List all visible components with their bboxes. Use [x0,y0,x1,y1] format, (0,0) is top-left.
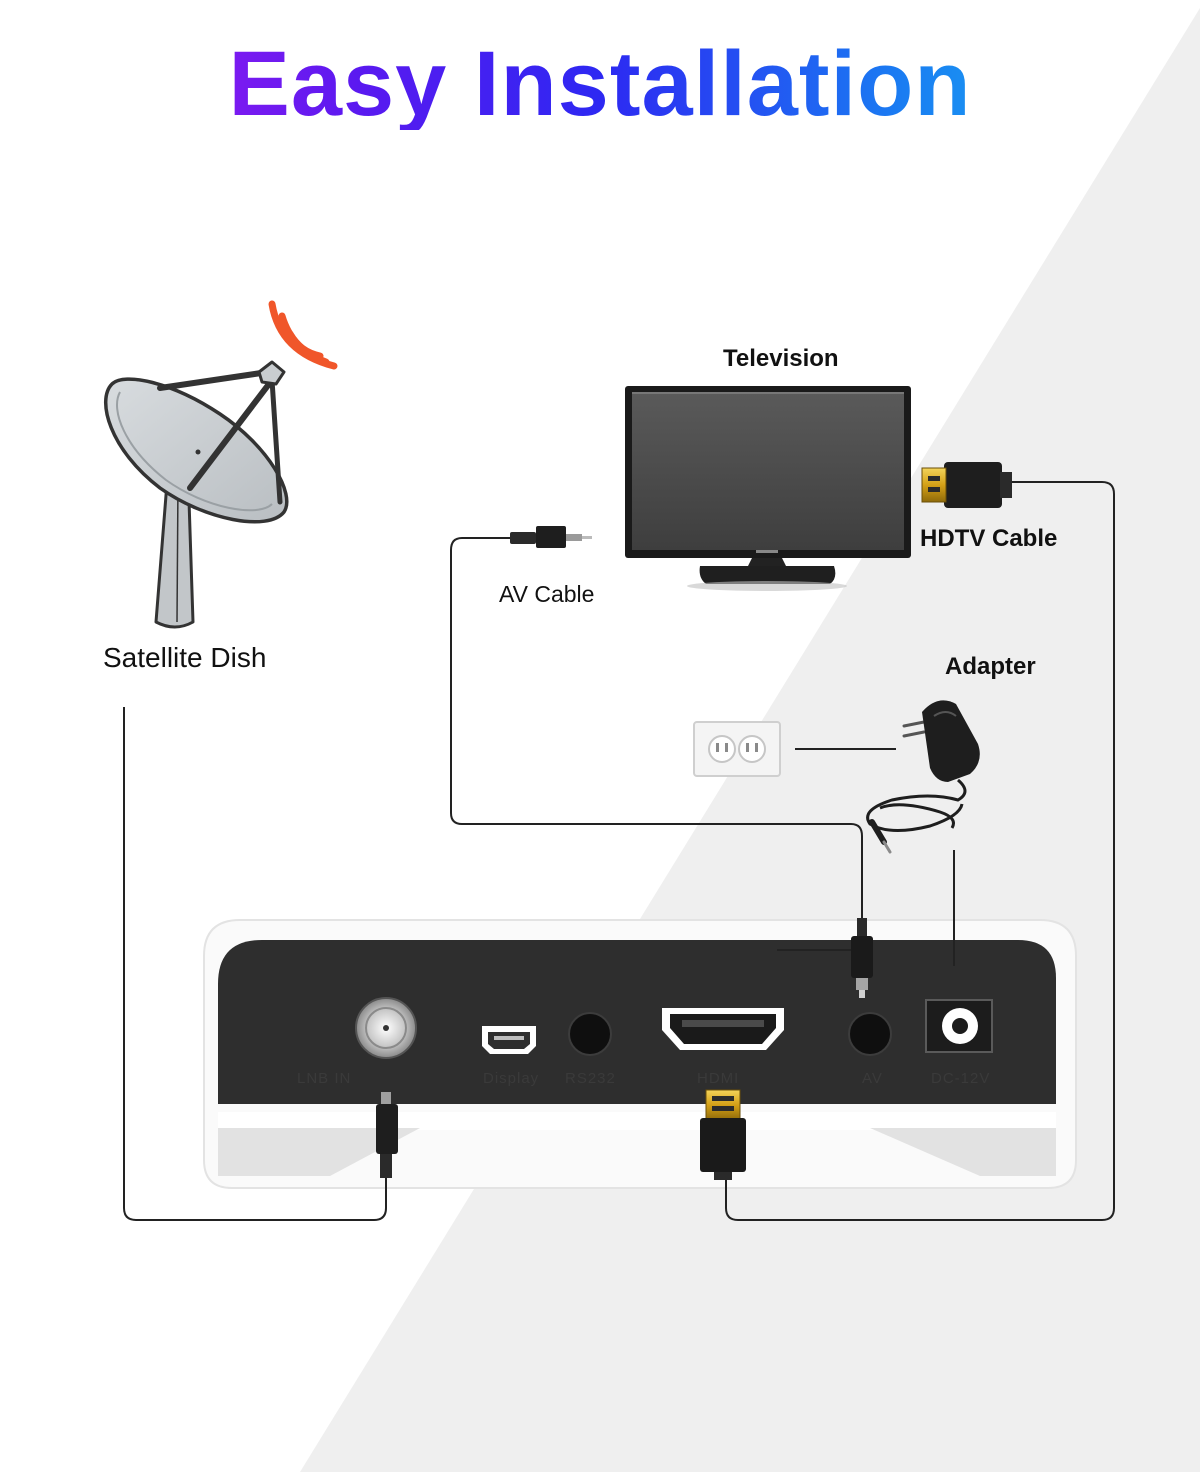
hdmi-cable-line [725,481,1115,1221]
lnb-plug-icon [376,1092,398,1178]
receiver-box [203,919,1077,1189]
hdmi-plug-receiver-icon [700,1089,746,1180]
display-port-label: Display [483,1070,540,1087]
dc-port-icon [925,999,993,1053]
hdmi-port-label: HDMI [697,1070,740,1087]
av-plug-receiver-icon [851,918,873,998]
hdtv-cable-label: HDTV Cable [920,525,1058,552]
television-label: Television [723,345,839,372]
lnb-in-port-icon [355,997,417,1059]
lnb-in-port-label: LNB IN [297,1070,352,1087]
satellite-dish-label: Satellite Dish [103,642,267,673]
hdmi-plug-tv-icon [921,462,1012,508]
display-port-icon [482,1026,536,1054]
av-cable-line [450,537,863,918]
av-port-label: AV [862,1070,883,1087]
satellite-dish-icon [103,360,289,629]
dc-port-label: DC-12V [931,1070,991,1087]
wall-outlet-icon [693,721,781,777]
power-adapter-icon [866,700,980,854]
signal-waves-icon [268,300,338,370]
page-title: Easy Installation [0,38,1200,130]
lnb-cable-line [123,707,387,1221]
hdmi-port-icon [662,1008,784,1050]
television-icon [625,386,911,591]
av-port-icon [848,1012,892,1056]
rs232-port-label: RS232 [565,1070,616,1087]
av-cable-label: AV Cable [499,581,595,607]
av-plug-tv-icon [510,526,592,548]
adapter-label: Adapter [945,653,1036,680]
rs232-port-icon [568,1012,612,1056]
